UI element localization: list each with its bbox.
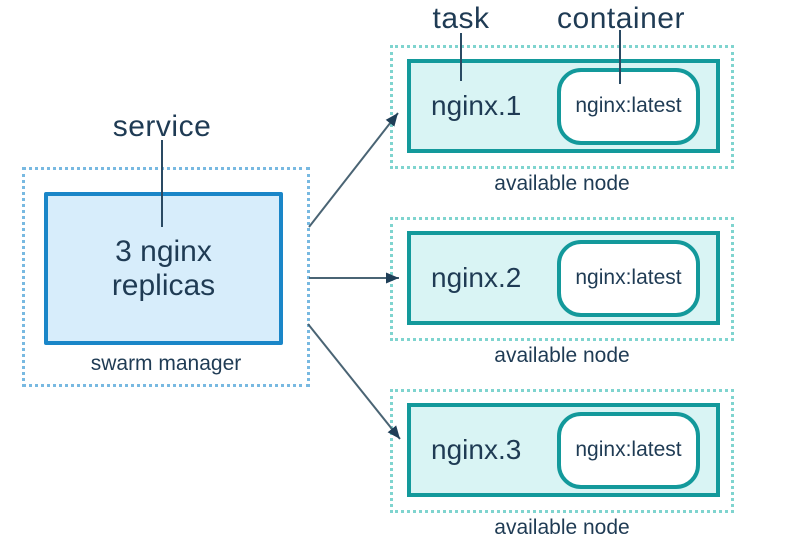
service-box-text: 3 nginx replicas	[111, 234, 216, 302]
node-2-caption: available node	[494, 344, 630, 367]
node-2-container-box: nginx:latest	[557, 239, 700, 317]
node-3-container-name: nginx:latest	[575, 438, 682, 461]
node-1-task-box: nginx.1 nginx:latest	[407, 59, 720, 153]
container-label: container	[557, 2, 685, 35]
node-3-caption: available node	[494, 516, 630, 539]
node-2: nginx.2 nginx:latest available node	[390, 217, 734, 368]
node-3-task-name: nginx.3	[431, 434, 522, 465]
node-1: nginx.1 nginx:latest available node	[390, 45, 734, 196]
node-1-caption: available node	[494, 172, 630, 195]
service-label: service	[112, 110, 212, 143]
node-2-task-name: nginx.2	[431, 262, 522, 293]
node-2-dotted-box: nginx.2 nginx:latest	[390, 217, 734, 341]
swarm-manager-caption: swarm manager	[90, 352, 242, 375]
node-3: nginx.3 nginx:latest available node	[390, 389, 734, 540]
node-1-container-box: nginx:latest	[557, 67, 700, 145]
node-3-dotted-box: nginx.3 nginx:latest	[390, 389, 734, 513]
node-1-task-name: nginx.1	[431, 90, 522, 121]
arrow-to-node-1	[308, 112, 399, 228]
arrow-to-node-3	[307, 323, 401, 440]
node-2-task-box: nginx.2 nginx:latest	[407, 231, 720, 325]
swarm-manager-dotted-box	[22, 167, 310, 387]
node-1-container-name: nginx:latest	[575, 94, 682, 117]
node-3-container-box: nginx:latest	[557, 411, 700, 489]
task-label: task	[432, 2, 490, 35]
node-3-task-box: nginx.3 nginx:latest	[407, 403, 720, 497]
node-1-dotted-box: nginx.1 nginx:latest	[390, 45, 734, 169]
service-box: 3 nginx replicas	[44, 192, 283, 345]
node-2-container-name: nginx:latest	[575, 266, 682, 289]
